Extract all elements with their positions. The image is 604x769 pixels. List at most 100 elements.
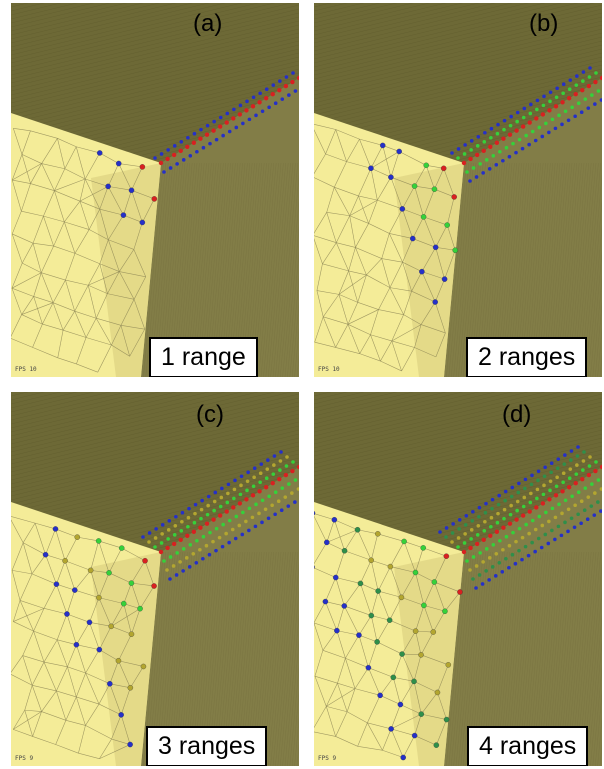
edge-node [481, 560, 485, 564]
front-mesh-edge [55, 528, 78, 538]
edge-node [193, 502, 198, 507]
front-mesh-edge [402, 653, 422, 656]
front-mesh-edge [349, 195, 359, 216]
front-mesh-edge [326, 706, 336, 737]
front-mesh-edge [12, 233, 34, 244]
range-node [374, 639, 380, 645]
front-mesh-edge [133, 249, 147, 277]
front-mesh-edge [314, 123, 336, 130]
front-mesh-edge [123, 190, 132, 216]
range-node [118, 712, 124, 718]
front-mesh-edge [31, 661, 45, 686]
front-mesh-edge [401, 653, 415, 682]
edge-node [290, 79, 295, 85]
edge-node [536, 478, 540, 483]
top-mesh-line [11, 68, 299, 140]
edge-node [241, 121, 245, 126]
front-mesh-edge [314, 153, 326, 175]
range-node [120, 600, 127, 607]
top-mesh-line [11, 392, 95, 413]
range-node [434, 689, 441, 696]
edge-node [487, 167, 492, 171]
edge-node [166, 148, 170, 152]
top-mesh-line [314, 445, 602, 517]
top-mesh-line [314, 392, 398, 413]
range-node [419, 268, 425, 275]
front-mesh-edge [90, 570, 110, 574]
edge-node [576, 512, 580, 517]
edge-node [208, 530, 212, 535]
edge-node [469, 528, 474, 532]
edge-node [253, 524, 258, 529]
front-mesh-edge [389, 233, 403, 263]
range-node [127, 741, 133, 748]
edge-node [593, 491, 597, 495]
edge-node [247, 117, 252, 122]
front-mesh-edge [120, 325, 145, 330]
edge-node [180, 519, 184, 524]
side-mesh-line [448, 162, 469, 377]
edge-node [258, 91, 262, 96]
front-mesh-edge [421, 247, 436, 272]
front-mesh-edge [76, 696, 100, 705]
front-mesh-edge [45, 554, 66, 562]
edge-node [490, 565, 495, 569]
front-mesh-edge [97, 344, 112, 373]
front-mesh-edge [111, 626, 132, 635]
front-mesh-edge [43, 639, 58, 663]
edge-node [463, 532, 467, 536]
edge-node [214, 526, 219, 531]
top-mesh-line [314, 4, 602, 76]
top-mesh-line [11, 3, 259, 64]
side-mesh-line [446, 162, 467, 377]
range-node [412, 628, 419, 634]
edge-node [491, 154, 496, 158]
edge-node [198, 525, 203, 530]
front-mesh-edge [336, 605, 345, 631]
top-mesh-line [11, 3, 78, 20]
front-mesh-edge [367, 695, 381, 723]
front-mesh-edge [85, 649, 100, 674]
edge-node [158, 160, 164, 166]
fps-counter: FPS 9 [318, 755, 337, 762]
range-node [115, 160, 122, 167]
front-mesh-edge [52, 279, 66, 303]
edge-node [272, 463, 276, 467]
range-caption: 3 ranges [146, 726, 268, 766]
front-mesh-edge [21, 154, 42, 164]
front-mesh-edge [13, 729, 33, 737]
front-mesh-edge [96, 317, 122, 326]
edge-node [507, 543, 512, 548]
panel-b: (b) FPS 10 2 ranges [314, 3, 602, 377]
edge-node [478, 551, 482, 555]
top-mesh-line [11, 32, 299, 104]
top-mesh-line [314, 48, 602, 120]
front-mesh-edge [31, 685, 42, 712]
front-mesh-edge [33, 272, 42, 297]
edge-node [504, 145, 509, 150]
front-mesh-edge [53, 221, 65, 247]
front-mesh-edge [423, 189, 435, 217]
top-mesh-line [314, 12, 602, 84]
edge-node [566, 96, 572, 101]
edge-node [570, 494, 574, 499]
edge-node [191, 529, 197, 534]
edge-node [481, 148, 486, 154]
edge-node [593, 468, 598, 474]
edge-node [520, 124, 526, 129]
front-mesh-edge [19, 573, 33, 601]
top-mesh-line [11, 392, 144, 425]
front-mesh-edge [348, 270, 367, 276]
front-mesh-edge [423, 216, 448, 226]
top-mesh-line [314, 8, 602, 80]
edge-node [546, 541, 551, 546]
side-mesh-line [277, 162, 298, 377]
edge-node [569, 458, 573, 462]
front-mesh-edge [347, 324, 371, 336]
edge-node [469, 537, 473, 541]
edge-node [153, 545, 157, 549]
front-mesh-edge [344, 605, 372, 616]
edge-node [171, 152, 177, 158]
front-mesh-edge [322, 650, 346, 659]
front-mesh-edge [24, 709, 42, 712]
